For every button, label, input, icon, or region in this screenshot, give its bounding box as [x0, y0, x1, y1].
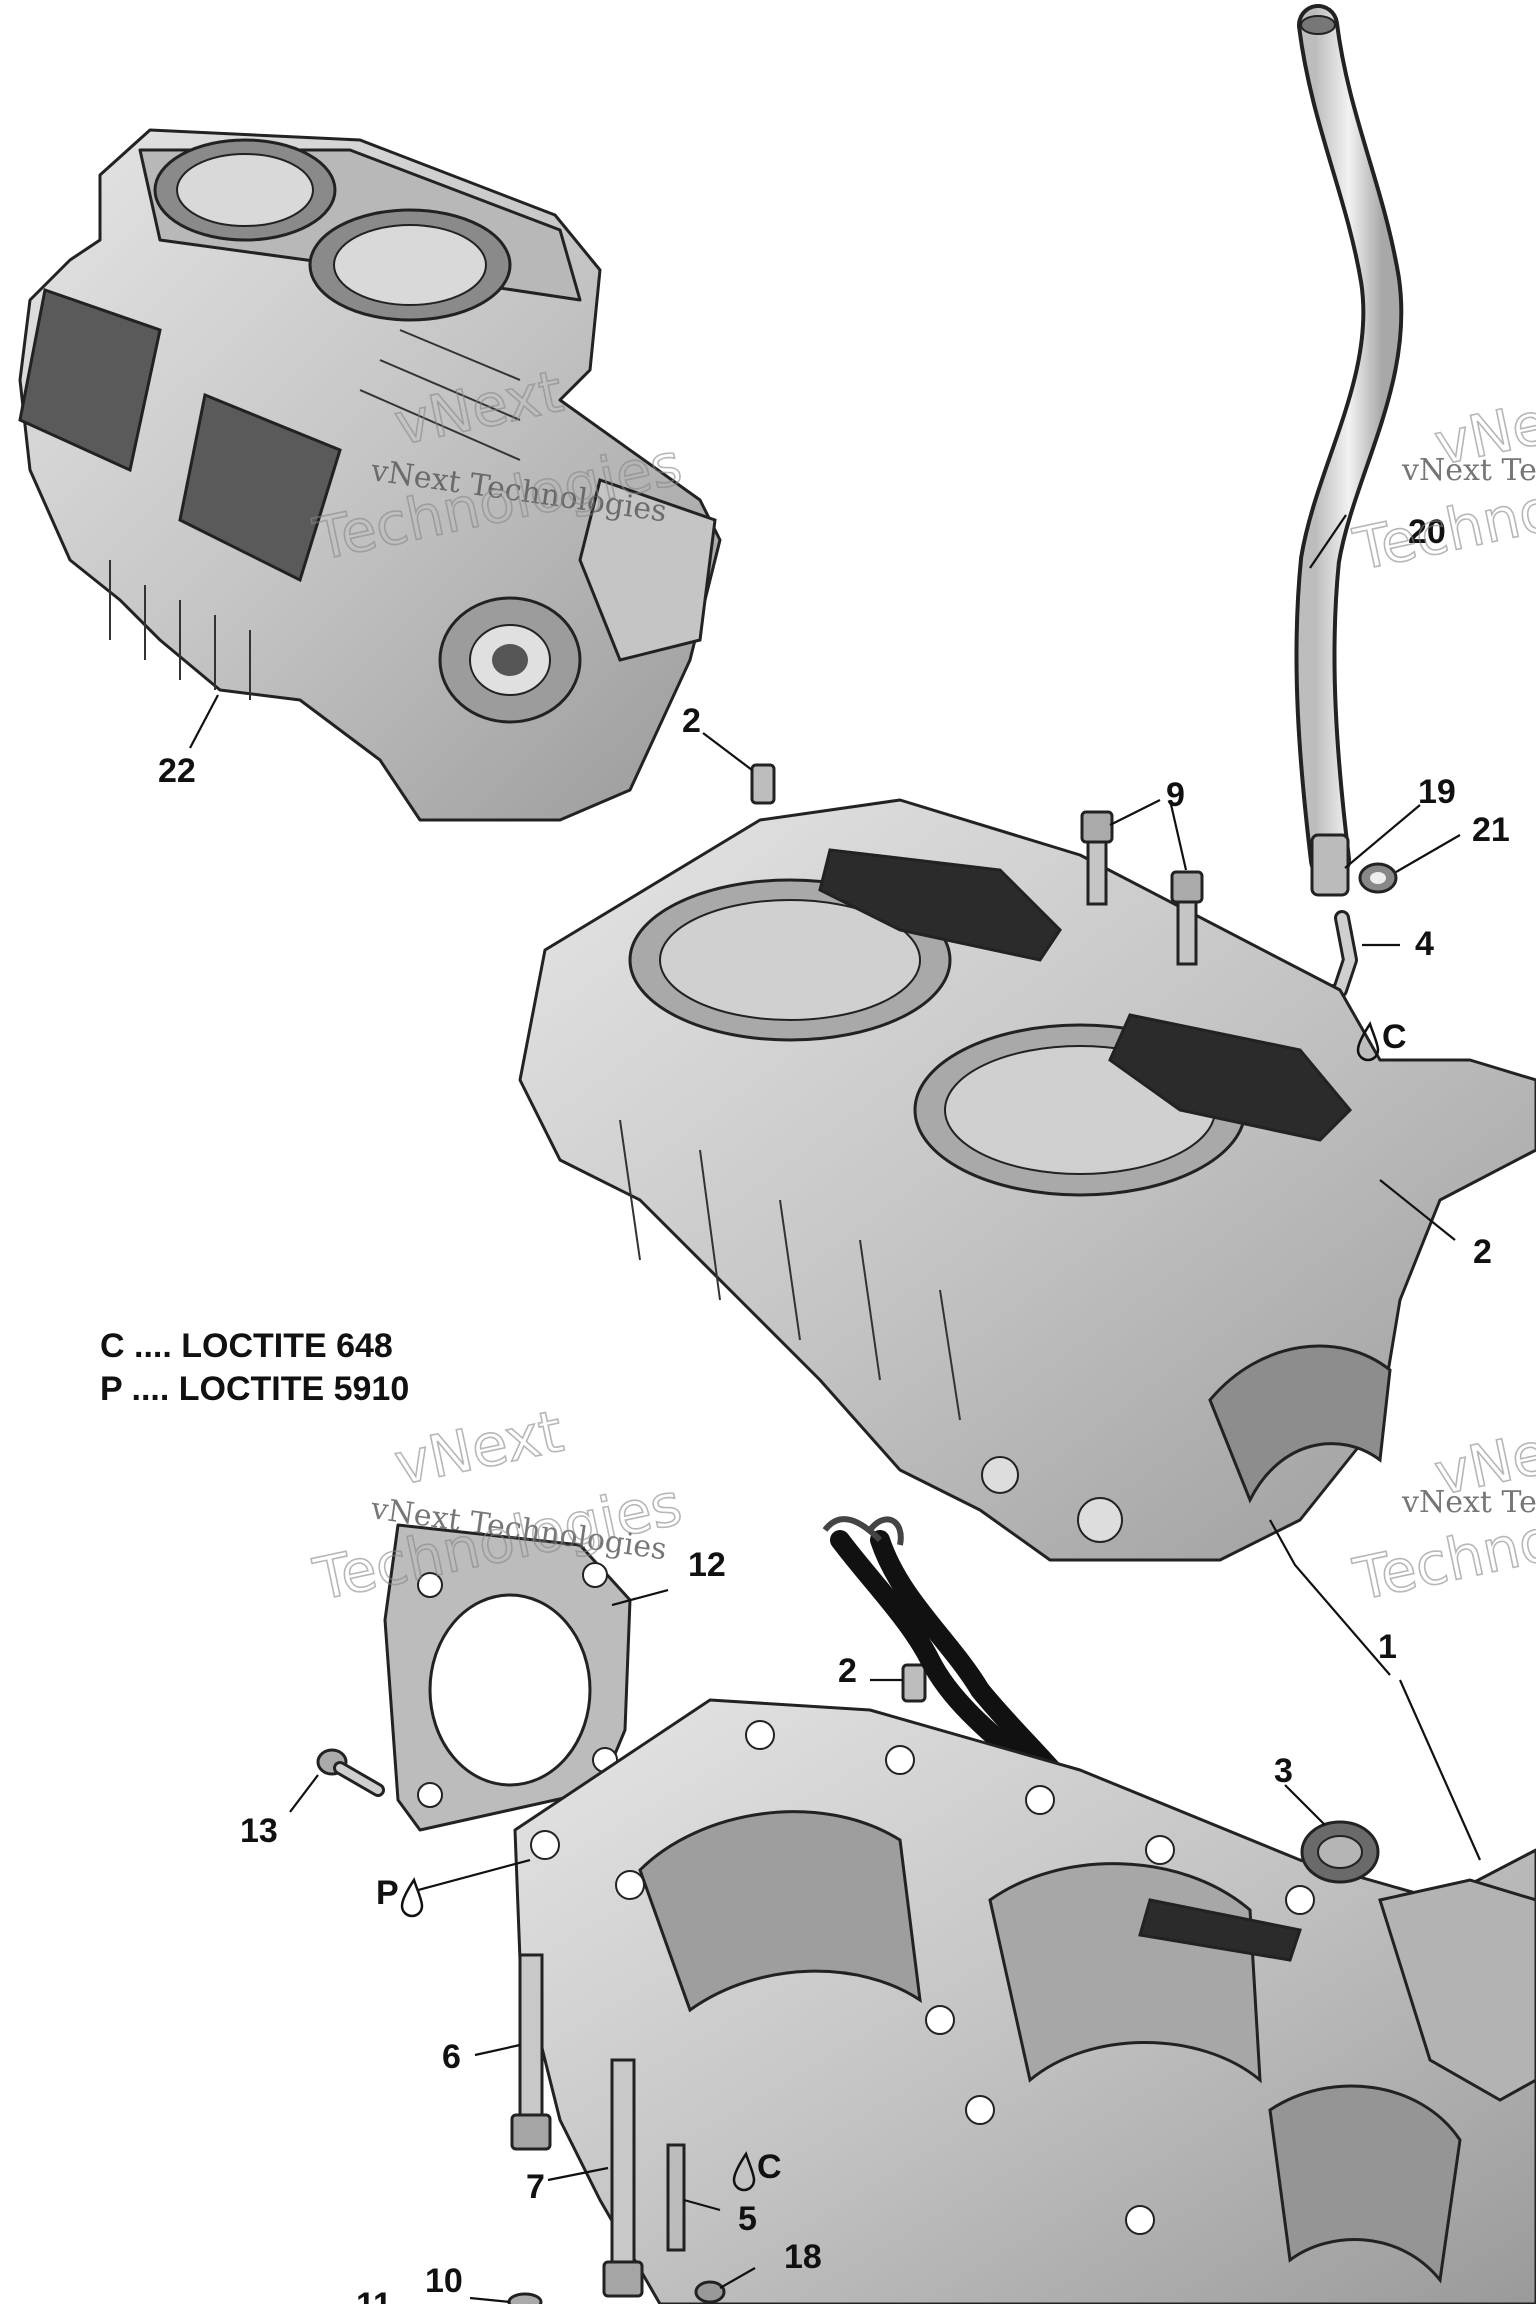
stud-part-5 — [666, 2143, 686, 2252]
dowel-pin-part-2-top — [750, 763, 776, 805]
callout-20: 20 — [1408, 513, 1446, 551]
callout-7: 7 — [526, 2168, 545, 2206]
lower-crankcase — [513, 1698, 1536, 2304]
callout-21: 21 — [1472, 811, 1510, 849]
callout-2-right: 2 — [1473, 1233, 1492, 1271]
callout-2-lower: 2 — [838, 1652, 857, 1690]
callout-2-top: 2 — [682, 702, 701, 740]
callout-22: 22 — [158, 752, 196, 790]
callout-9: 9 — [1166, 776, 1185, 814]
loctite-legend: C .... LOCTITE 648 P .... LOCTITE 5910 — [100, 1327, 409, 1408]
bolt-part-6 — [510, 1953, 552, 2151]
screw-part-13 — [316, 1748, 385, 1797]
callout-18: 18 — [784, 2238, 822, 2276]
engine-block-assembly — [18, 128, 722, 822]
svg-text:C: C — [1382, 1018, 1407, 1056]
svg-text:vNext: vNext — [389, 1397, 569, 1499]
callout-19: 19 — [1418, 773, 1456, 811]
callout-12: 12 — [688, 1546, 726, 1584]
nut-part-18 — [694, 2280, 726, 2304]
svg-text:C: C — [757, 2148, 782, 2186]
loctite-c-marker-near-4: C — [1356, 1018, 1407, 1062]
loctite-p-marker: P — [376, 1874, 424, 1918]
svg-text:P: P — [376, 1874, 399, 1912]
svg-text:vNext Technologies: vNext Technologies — [1401, 1485, 1536, 1520]
callout-4: 4 — [1415, 925, 1434, 963]
clamp-part-21 — [1358, 862, 1398, 894]
callout-10: 10 — [425, 2262, 463, 2300]
callout-5: 5 — [738, 2200, 757, 2238]
hose-fitting-part-19 — [1310, 833, 1350, 897]
hose-part-20 — [1294, 4, 1404, 881]
callout-3: 3 — [1274, 1752, 1293, 1790]
legend-line-c: C .... LOCTITE 648 — [100, 1327, 393, 1365]
bolt-part-9-a — [1080, 810, 1114, 906]
washer-part-10 — [507, 2292, 543, 2304]
callout-6: 6 — [442, 2038, 461, 2076]
callout-1: 1 — [1378, 1628, 1397, 1666]
seal-part-3 — [1300, 1820, 1380, 1884]
dowel-pin-part-2-lower — [901, 1663, 927, 1703]
leader-lines — [189, 514, 1482, 2304]
bolt-part-9-b — [1170, 870, 1204, 966]
callout-13: 13 — [240, 1812, 278, 1850]
upper-crankcase-part-1 — [518, 798, 1536, 1562]
loctite-c-marker-near-5: C — [732, 2148, 782, 2192]
legend-line-p: P .... LOCTITE 5910 — [100, 1370, 409, 1408]
bolt-part-7 — [602, 2058, 644, 2298]
gasket-plate-part-12 — [383, 1523, 632, 1832]
callout-11: 11 — [356, 2286, 392, 2304]
svg-text:vNext Technologies: vNext Technologies — [1401, 453, 1536, 488]
